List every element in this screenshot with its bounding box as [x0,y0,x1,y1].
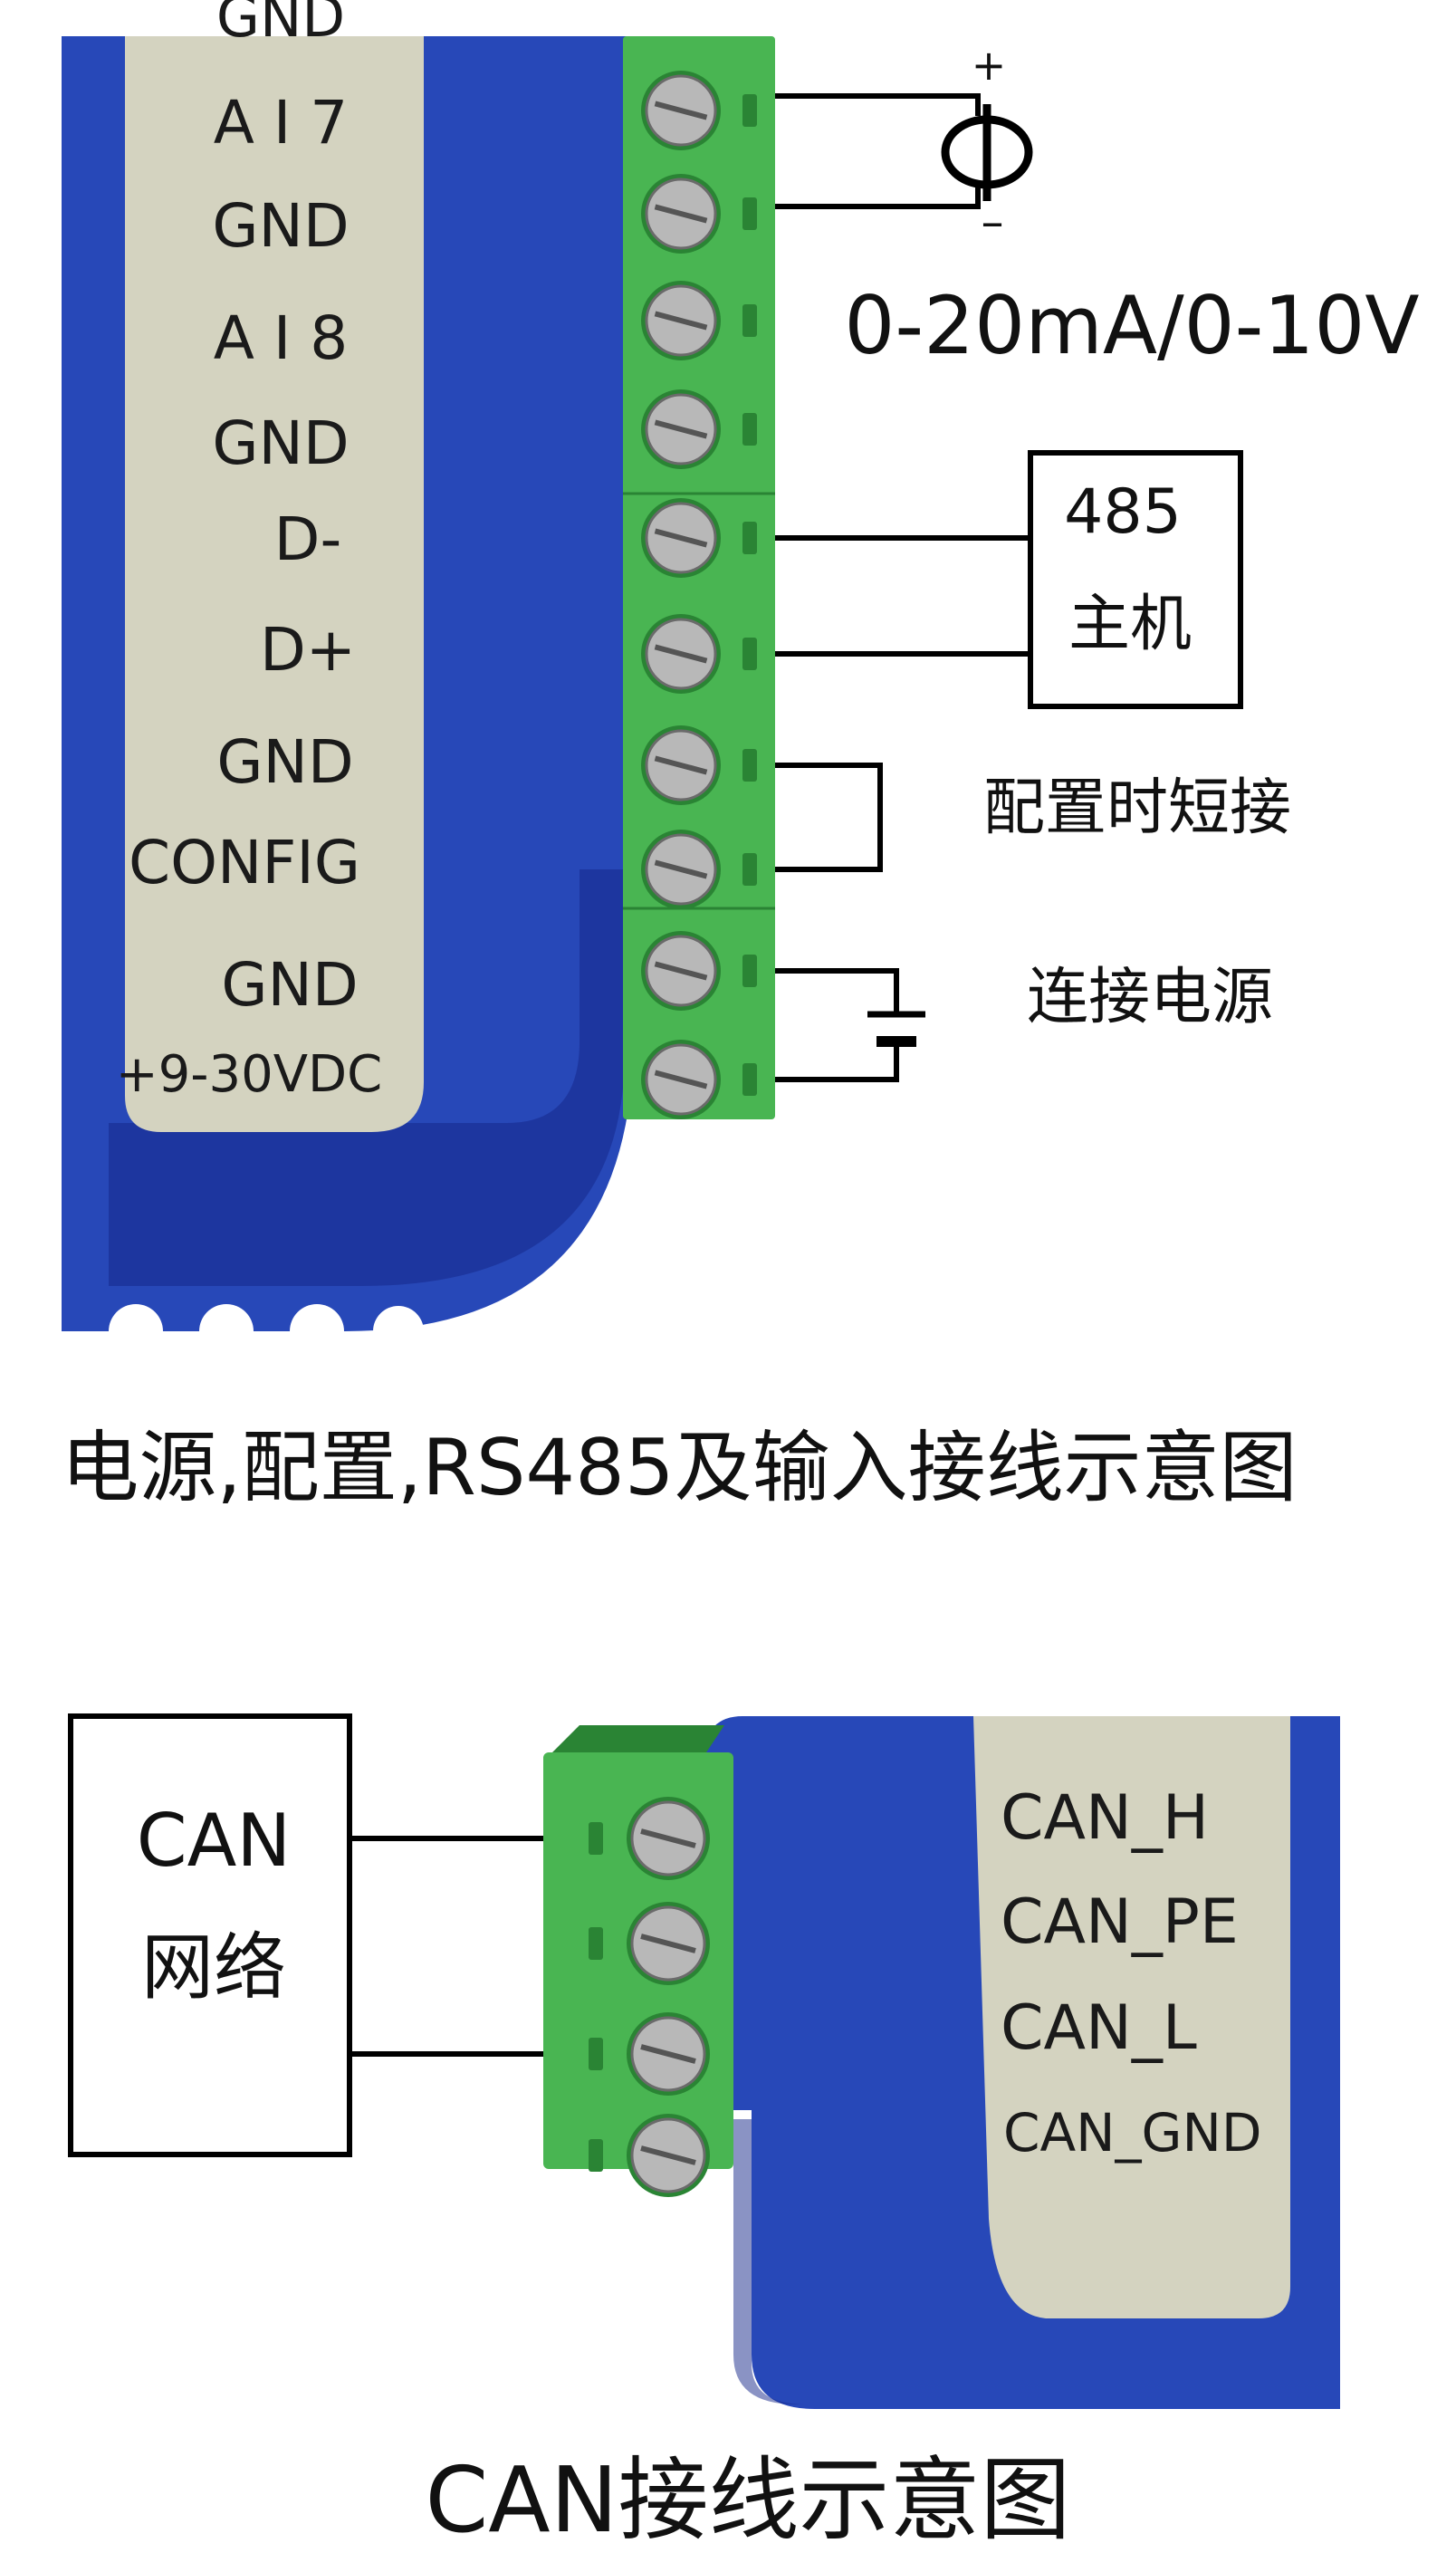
pin-label-config: CONFIG [129,828,360,897]
terminal-screw [641,389,757,469]
bottom-terminal-screws [589,1797,710,2197]
can-network-line1: CAN [137,1799,291,1883]
battery-symbol [867,1011,925,1047]
terminal-screw [641,614,757,694]
terminal-screw [641,498,757,578]
housing-notches [109,1304,424,1358]
pin-label-can-h: CAN_H [1001,1782,1209,1854]
pin-label-power: +9-30VDC [116,1045,383,1104]
pin-label-can-l: CAN_L [1001,1992,1197,2064]
source-minus-sign: – [982,196,1004,248]
can-network-line2: 网络 [141,1925,286,2010]
pin-label-can-gnd: CAN_GND [1003,2102,1262,2164]
bottom-module: CAN_H CAN_PE CAN_L CAN_GND CAN 网络 CAN接线示… [68,1713,1340,2553]
pin-label-gnd-2: GND [212,408,349,478]
terminal-screw [589,1797,710,1880]
input-range-label: 0-20mA/0-10V [844,279,1419,372]
rs485-host-line1: 485 [1064,476,1182,548]
rs485-wiring: 485 主机 [775,450,1243,709]
config-note: 配置时短接 [983,773,1291,844]
pin-label-gnd-1: GND [212,191,349,261]
source-symbol [941,104,1033,201]
terminal-screw [589,1902,710,1985]
pin-label-ai8: A I 8 [214,303,349,373]
pin-label-gnd-4: GND [221,950,358,1020]
source-wiring: + – 0-20mA/0-10V [775,41,1420,372]
terminal-screw [589,2012,710,2096]
rs485-host-box [1028,450,1243,709]
bottom-label-plate [973,1716,1290,2318]
pin-label-ai7: A I 7 [214,88,349,158]
can-network-wiring: CAN 网络 [68,1713,543,2157]
source-plus-sign: + [972,41,1007,90]
terminal-screw [641,71,757,150]
housing-rim [109,869,625,1286]
terminal-screw [641,1040,757,1119]
config-jumper-wiring: 配置时短接 [775,763,1291,872]
power-note: 连接电源 [1027,962,1273,1033]
can-network-box [68,1713,352,2157]
power-wiring: 连接电源 [775,962,1273,1082]
bottom-caption: CAN接线示意图 [425,2447,1070,2553]
pin-label-gnd-top: GND [216,0,345,50]
top-terminal-screws [641,71,757,1119]
pin-label-d-minus: D- [274,504,342,574]
terminal-screw [641,931,757,1011]
pin-label-d-plus: D+ [260,615,356,685]
bottom-housing-edge [733,2119,806,2404]
rs485-host-line2: 主机 [1068,589,1192,660]
top-label-plate [125,36,424,1132]
terminal-screw [589,2114,710,2197]
top-caption: 电源,配置,RS485及输入接线示意图 [61,1423,1297,1513]
terminal-screw [641,830,757,909]
pin-label-can-pe: CAN_PE [1001,1886,1239,1958]
top-module: GND A I 7 GND A I 8 GND D- D+ GND CONFIG… [61,0,1419,1513]
terminal-screw [641,174,757,254]
terminal-screw [641,281,757,360]
terminal-screw [641,725,757,805]
pin-label-gnd-3: GND [216,727,353,797]
